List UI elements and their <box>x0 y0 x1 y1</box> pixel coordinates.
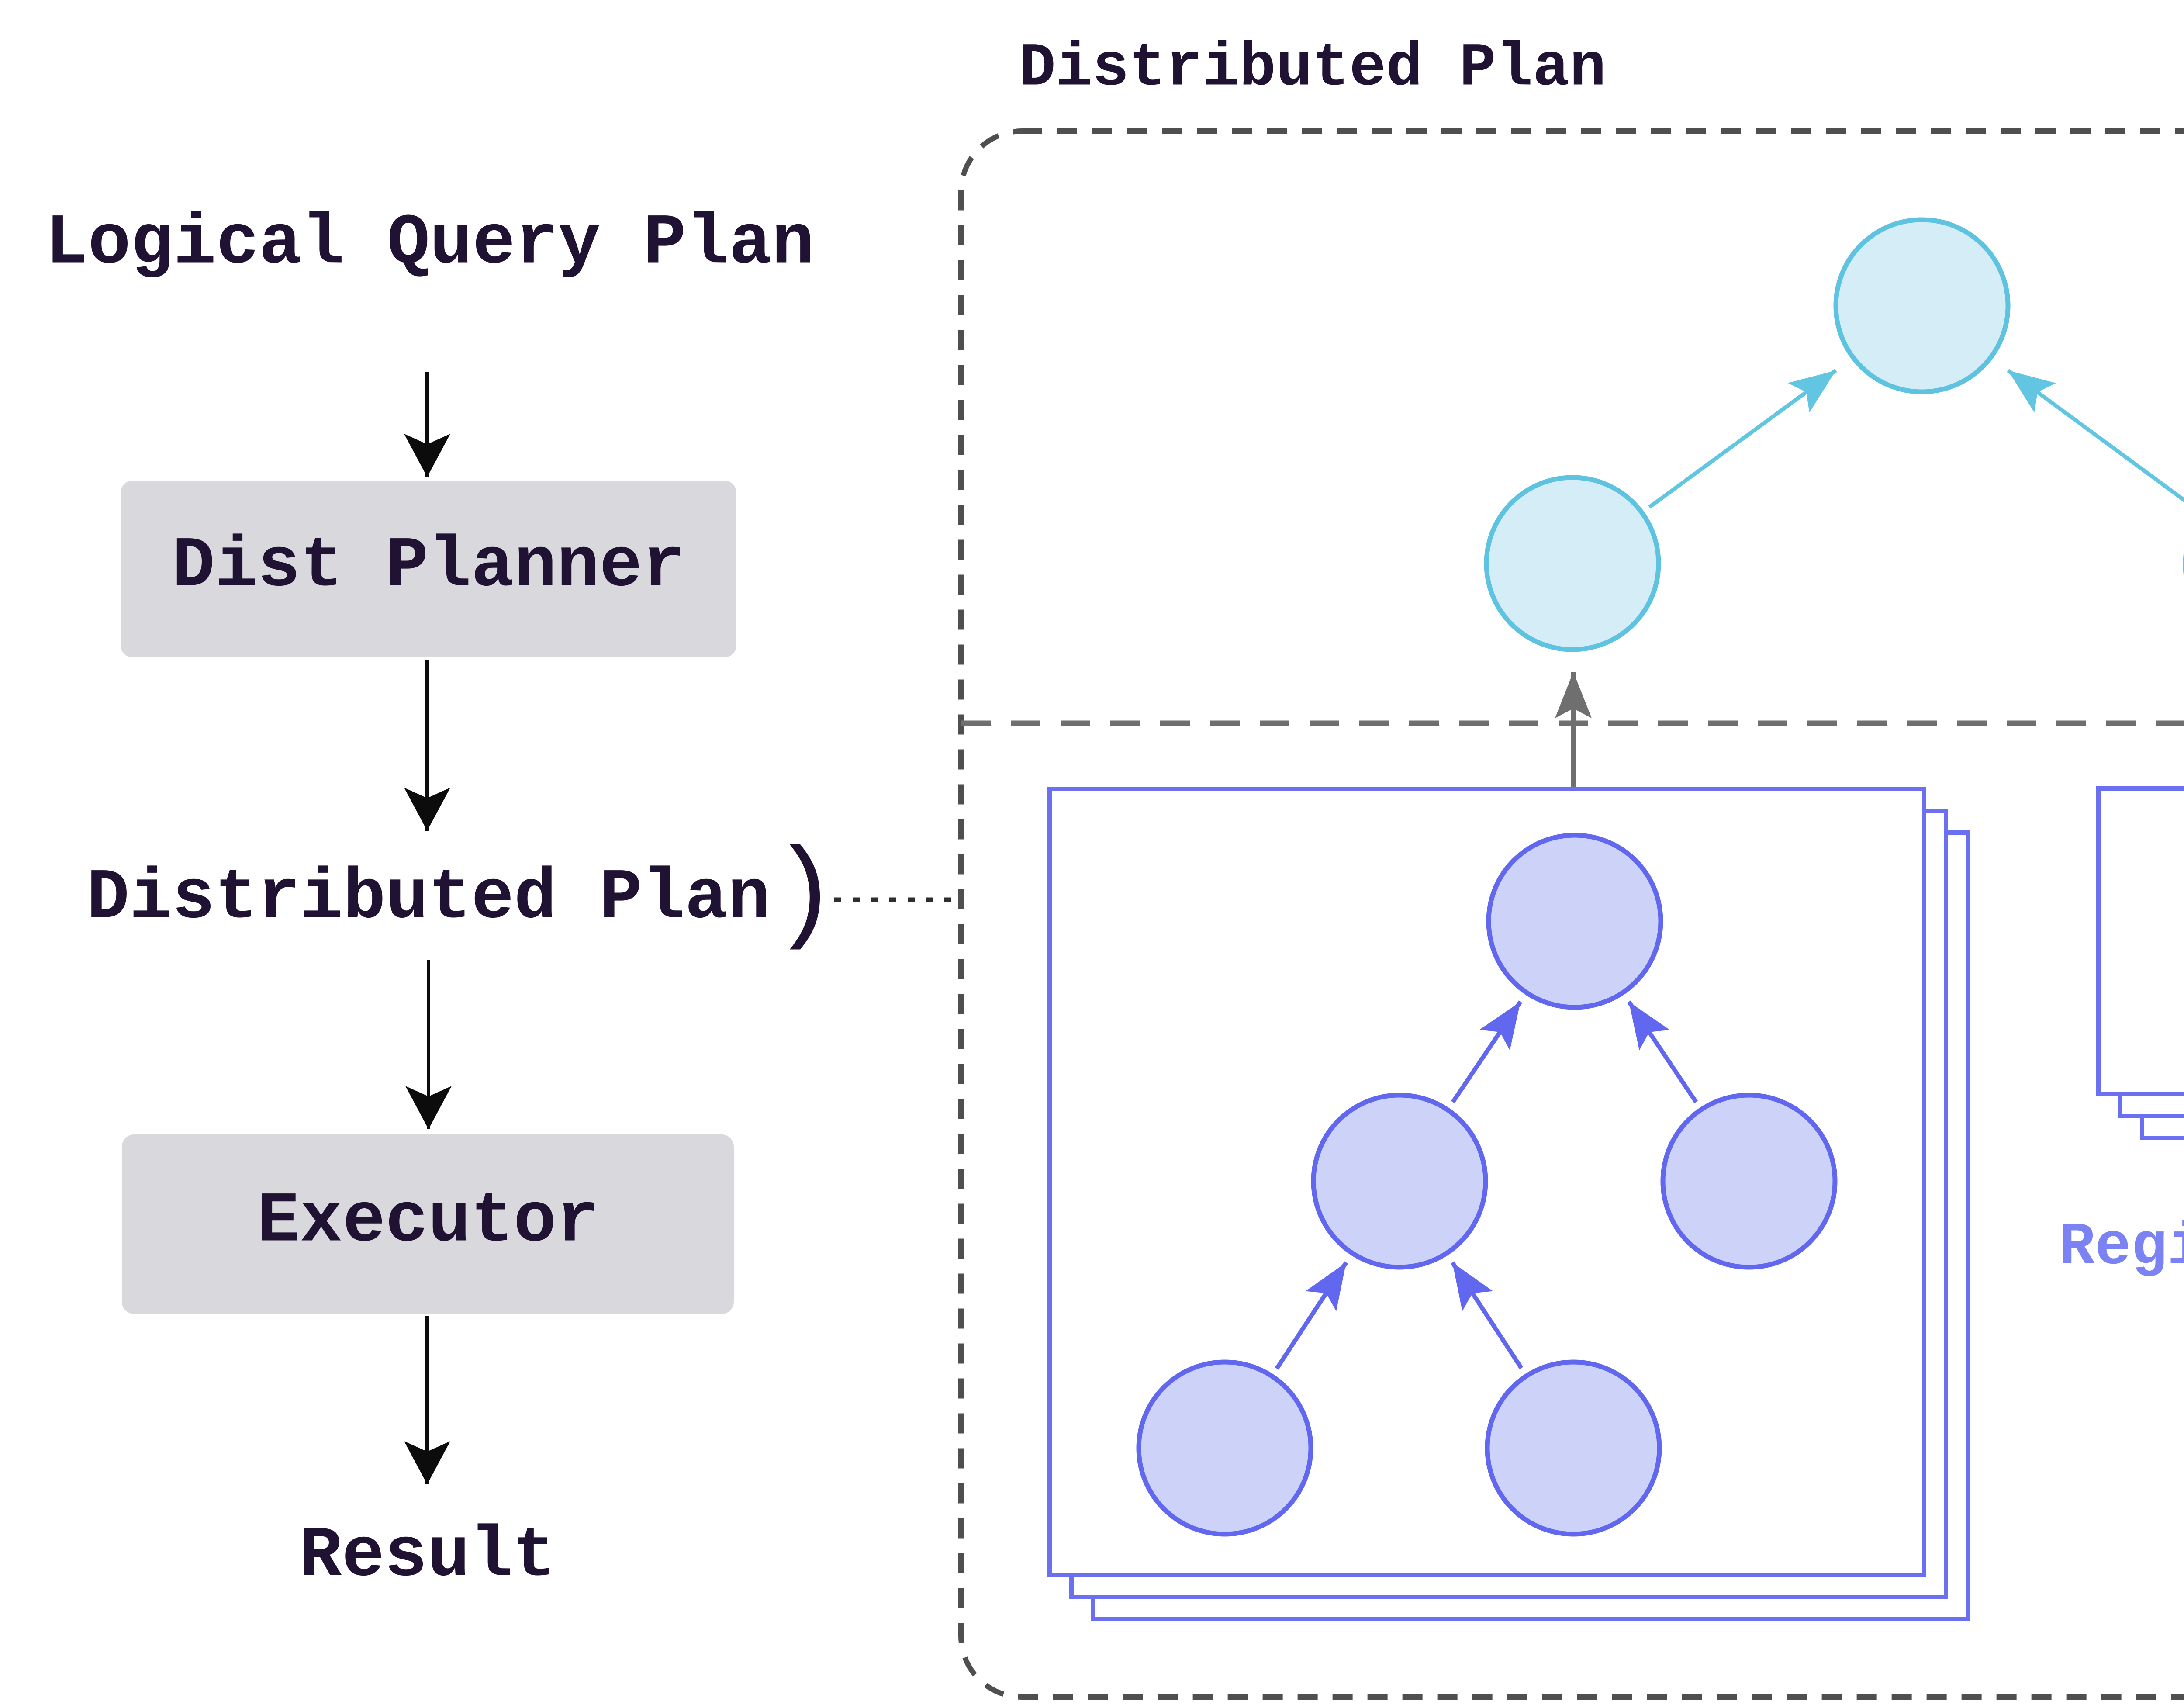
datanode-node-bottom-mid <box>1485 1359 1662 1537</box>
distributed-plan-dashed-border <box>958 128 2184 1700</box>
datanode-arrow-bm-to-ml <box>1450 1261 1524 1369</box>
distributed-plan-title: Distributed Plan <box>1019 34 1606 104</box>
region-sheet-front <box>2096 786 2184 1096</box>
label-result: Result <box>299 1516 556 1597</box>
region-stack-right <box>2096 786 2184 1140</box>
label-distributed-plan: Distributed Plan <box>86 858 770 939</box>
executor-label: Executor <box>257 1181 599 1262</box>
label-regions: Regions <box>2059 1214 2184 1282</box>
region-stack-left <box>1047 787 1970 1621</box>
datanode-node-bottom-left <box>1136 1359 1313 1537</box>
frontend-tree <box>1484 217 2184 652</box>
datanode-node-mid-left <box>1311 1093 1488 1270</box>
distributed-plan-overview: Distributed Plan Frontend Stage Datanode… <box>958 34 2184 1700</box>
frontend-arrow-right <box>2007 369 2184 503</box>
frontend-arrow-left <box>1648 369 1837 509</box>
frontend-node-left <box>1484 475 1661 652</box>
label-logical-query-plan: Logical Query Plan <box>45 203 815 284</box>
executor-box <box>122 1134 734 1314</box>
dist-planner-box <box>121 481 736 657</box>
datanode-node-mid-right <box>1660 1093 1838 1270</box>
datanode-node-root <box>1486 833 1663 1010</box>
frontend-node-root <box>1833 217 2011 394</box>
datanode-arrow-bl-to-ml <box>1275 1261 1348 1370</box>
datanode-arrow-mr-to-root <box>1627 1000 1698 1103</box>
bracket-connector: ) <box>771 833 839 960</box>
dist-planner-label: Dist Planner <box>172 526 685 607</box>
datanode-arrow-ml-to-root <box>1451 1000 1523 1103</box>
left-flowchart: Logical Query Plan Dist Planner Distribu… <box>45 203 957 1597</box>
